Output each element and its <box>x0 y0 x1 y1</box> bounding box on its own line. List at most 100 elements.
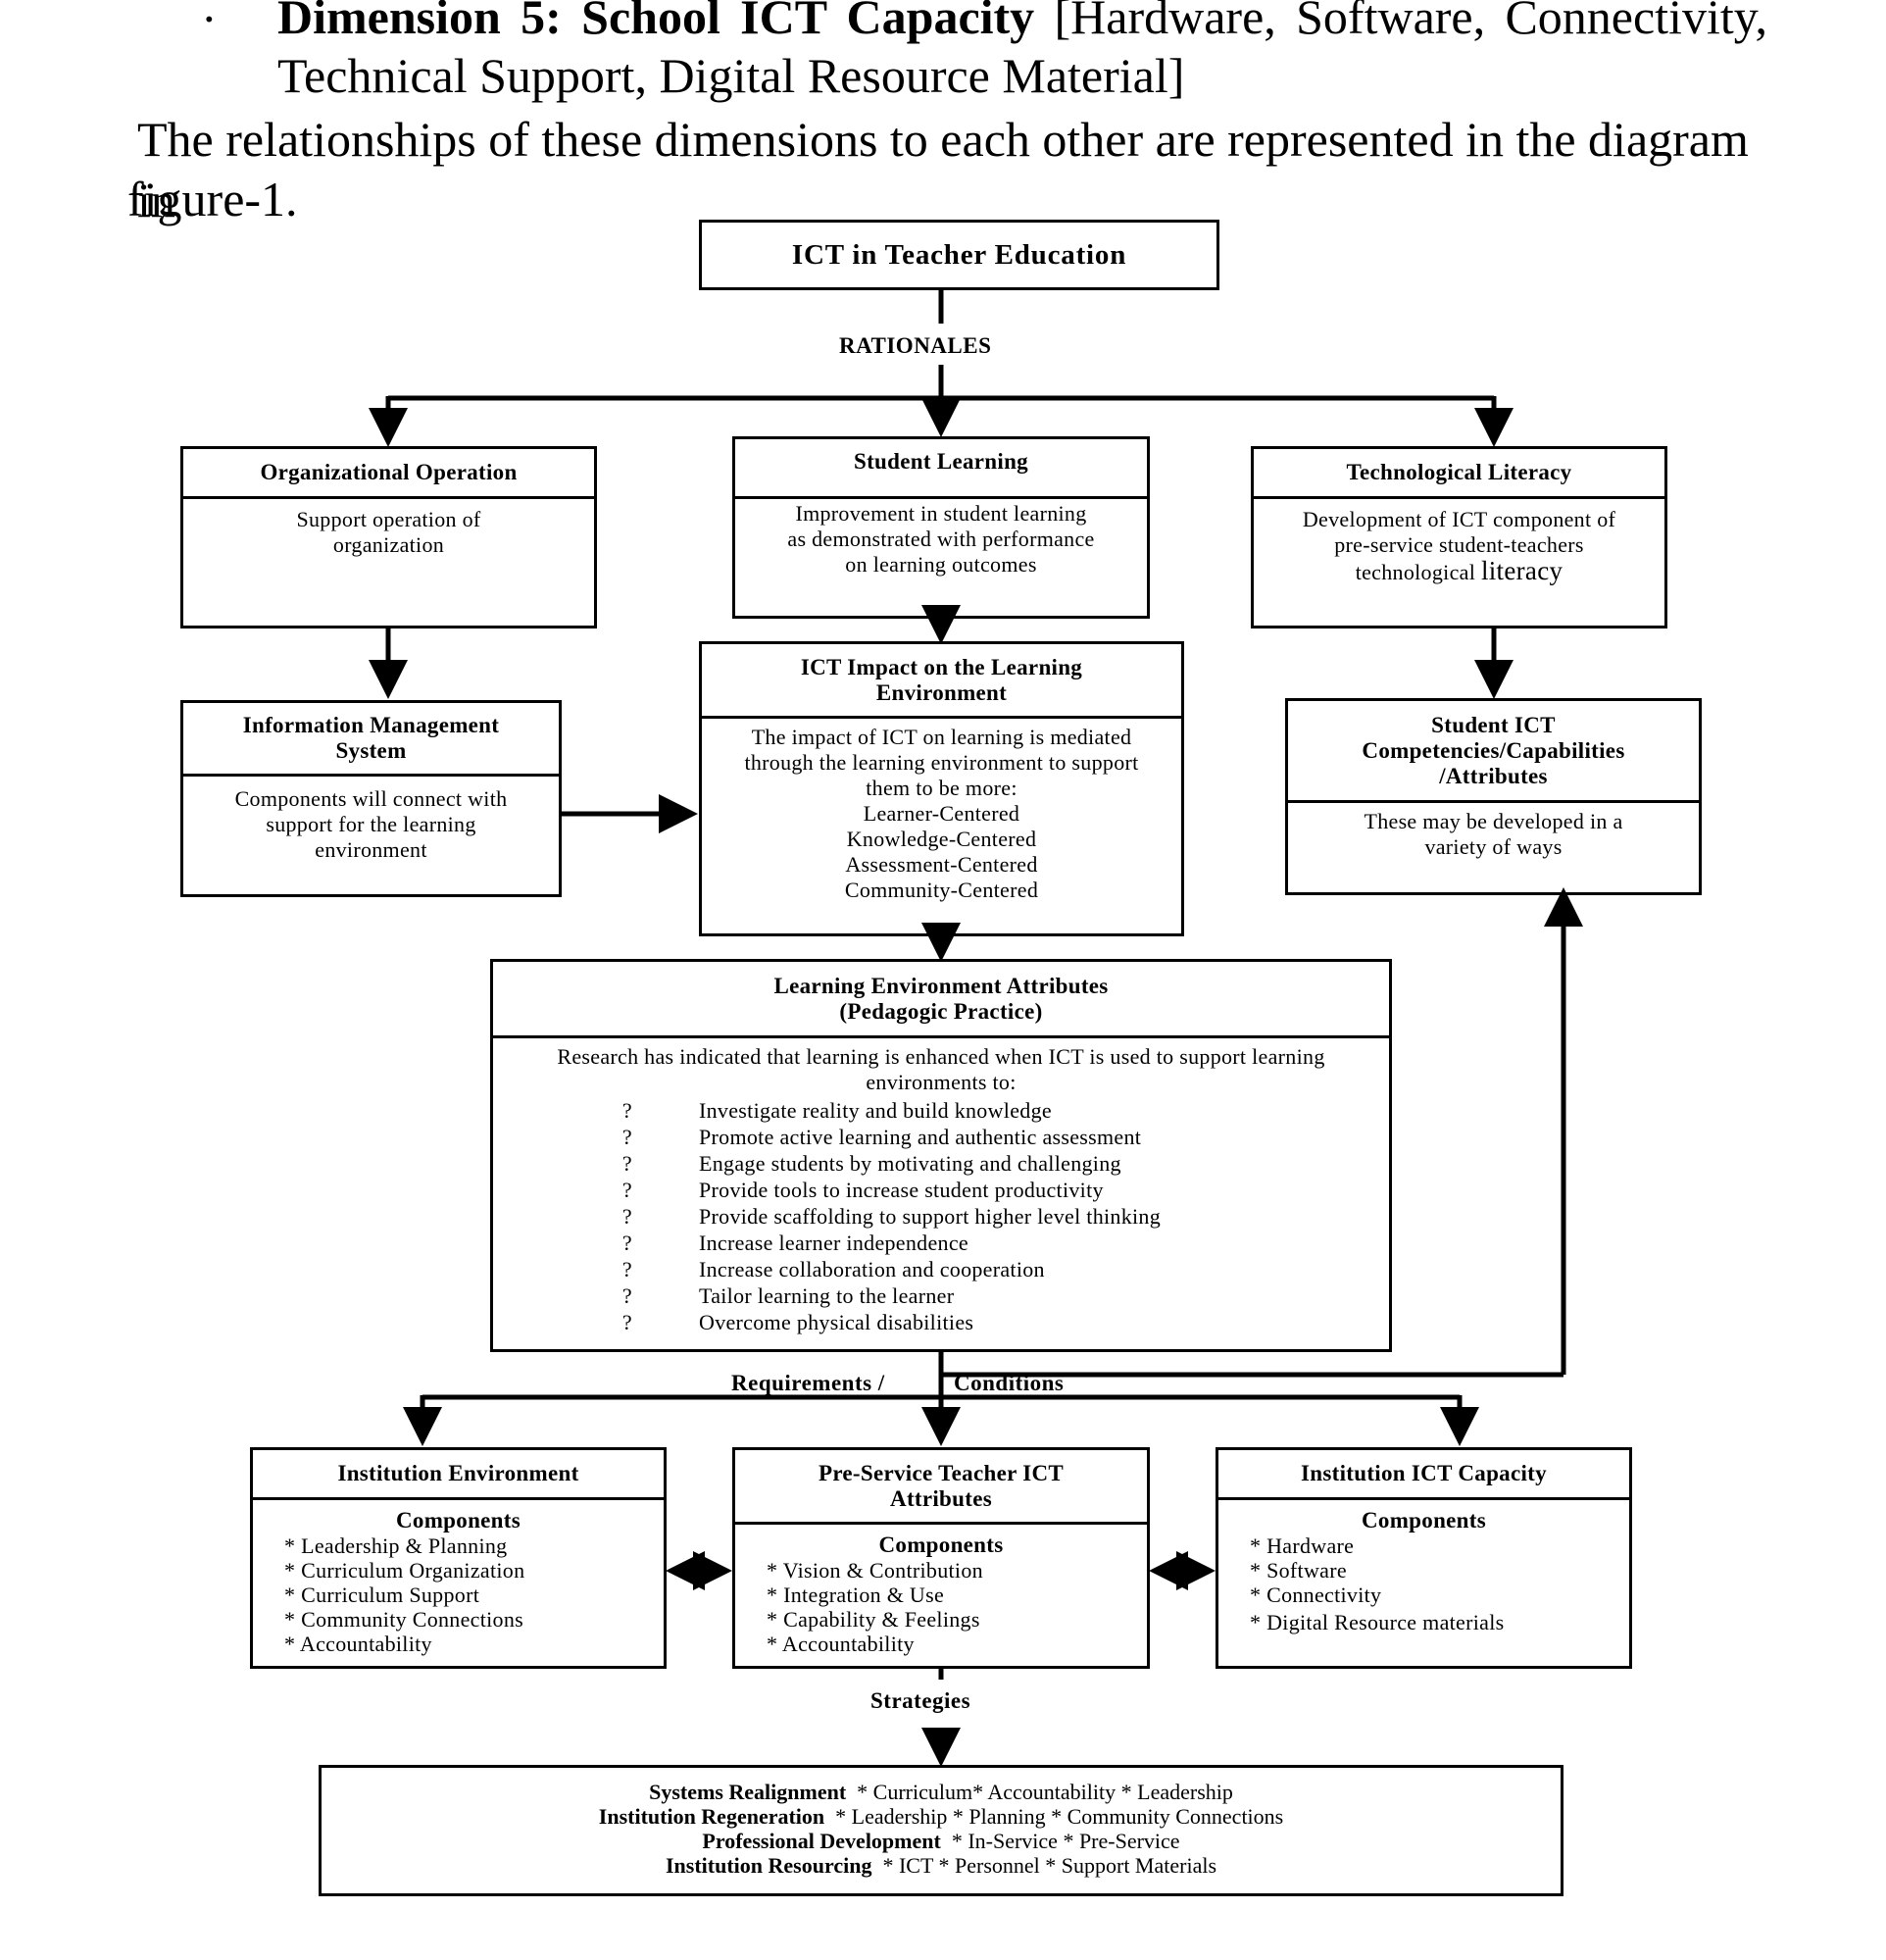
strategies-label: Strategies <box>870 1688 971 1713</box>
technological-literacy-text-tail2: literacy <box>1480 556 1563 585</box>
question-bullet: ? <box>621 1098 632 1123</box>
dimension-5-title: Dimension 5: School ICT Capacity <box>277 0 1035 44</box>
strategy-detail: * ICT * Personnel * Support Materials <box>882 1853 1217 1878</box>
requirements-label: Requirements / <box>731 1371 885 1395</box>
organizational-operation-text: Support operation of organization <box>296 507 481 557</box>
list-item-text: Tailor learning to the learner <box>699 1283 955 1308</box>
institution-environment-box: Institution Environment Components * Lea… <box>250 1447 667 1669</box>
ict-impact-item: Assessment-Centered <box>845 852 1038 877</box>
student-learning-text: Improvement in student learning as demon… <box>787 501 1095 577</box>
question-bullet: ? <box>621 1310 632 1334</box>
preservice-teacher-components-label: Components <box>878 1533 1004 1557</box>
list-item: ? Increase learner independence <box>528 1230 1354 1256</box>
list-item-text: Provide tools to increase student produc… <box>699 1178 1104 1202</box>
technological-literacy-title: Technological Literacy <box>1254 449 1664 499</box>
list-item: * Hardware <box>1250 1533 1355 1558</box>
organizational-operation-box: Organizational Operation Support operati… <box>180 446 597 628</box>
strategy-name: Systems Realignment <box>649 1780 847 1804</box>
list-item: ? Engage students by motivating and chall… <box>528 1150 1354 1177</box>
student-ict-competencies-text: These may be developed in a variety of w… <box>1364 809 1623 859</box>
question-bullet: ? <box>621 1125 632 1149</box>
list-item: * Digital Resource materials <box>1250 1610 1505 1634</box>
strategy-row: Institution Resourcing * ICT * Personnel… <box>322 1853 1561 1878</box>
strategy-name: Professional Development <box>702 1829 941 1853</box>
list-item: ? Provide tools to increase student produ… <box>528 1177 1354 1203</box>
preservice-teacher-components: * Vision & Contribution * Integration & … <box>741 1558 1141 1656</box>
rationales-label: RATIONALES <box>839 333 992 358</box>
strategy-row: Institution Regeneration * Leadership * … <box>322 1804 1561 1829</box>
list-bullet: · <box>201 0 218 46</box>
preservice-teacher-title: Pre-Service Teacher ICT Attributes <box>735 1450 1147 1525</box>
list-item: ?Provide scaffolding to support higher l… <box>528 1203 1354 1230</box>
ict-teacher-education-box: ICT in Teacher Education <box>699 220 1219 290</box>
learning-environment-attributes-box: Learning Environment Attributes (Pedagog… <box>490 959 1392 1352</box>
list-item: ? Overcome physical disabilities <box>528 1309 1354 1335</box>
list-item: * Accountability <box>284 1632 432 1656</box>
learning-environment-attributes-intro: Research has indicated that learning is … <box>557 1044 1325 1094</box>
list-item: * Curriculum Support <box>284 1583 480 1607</box>
list-item: * Leadership & Planning <box>284 1533 508 1558</box>
list-item-text: Increase collaboration and cooperation <box>699 1257 1045 1282</box>
ict-teacher-education-title: ICT in Teacher Education <box>791 238 1127 271</box>
learning-environment-attributes-title-line1: Learning Environment Attributes <box>773 973 1109 998</box>
strategy-detail: * Leadership * Planning * Community Conn… <box>835 1804 1284 1829</box>
institution-ict-capacity-components-label: Components <box>1362 1508 1486 1533</box>
list-item-text: Engage students by motivating and challe… <box>699 1151 1121 1176</box>
organizational-operation-title: Organizational Operation <box>183 449 594 499</box>
question-bullet: ? <box>621 1178 632 1202</box>
question-bullet: ? <box>621 1231 632 1255</box>
strategy-row: Professional Development * In-Service * … <box>322 1829 1561 1853</box>
strategy-name: Institution Resourcing <box>665 1853 872 1878</box>
list-item: * Software <box>1250 1558 1347 1583</box>
dimension-5-items-continued: Technical Support, Digital Resource Mate… <box>277 48 1185 103</box>
information-management-title: Information Management System <box>183 703 559 777</box>
ict-impact-item: Learner-Centered <box>863 801 1020 826</box>
information-management-box: Information Management System Components… <box>180 700 562 897</box>
institution-ict-capacity-title: Institution ICT Capacity <box>1218 1450 1629 1500</box>
question-bullet: ? <box>621 1204 632 1229</box>
preservice-teacher-box: Pre-Service Teacher ICT Attributes Compo… <box>732 1447 1150 1669</box>
list-item: ? Increase collaboration and cooperation <box>528 1256 1354 1282</box>
list-item-text: Promote active learning and authentic as… <box>699 1125 1142 1149</box>
list-item: * Community Connections <box>284 1607 524 1632</box>
student-learning-title: Student Learning <box>735 439 1147 499</box>
question-bullet: ? <box>621 1257 632 1282</box>
institution-ict-capacity-body: Components * Hardware * Software * Conne… <box>1218 1500 1629 1634</box>
strategies-box: Systems Realignment * Curriculum* Accoun… <box>319 1765 1563 1896</box>
institution-environment-components: * Leadership & Planning * Curriculum Org… <box>259 1533 658 1656</box>
technological-literacy-text: Development of ICT component of pre-serv… <box>1254 499 1664 585</box>
strategy-name: Institution Regeneration <box>598 1804 825 1829</box>
learning-environment-attributes-title: Learning Environment Attributes (Pedagog… <box>493 962 1389 1038</box>
technological-literacy-text-main: Development of ICT component of pre-serv… <box>1302 507 1616 557</box>
technological-literacy-box: Technological Literacy Development of IC… <box>1251 446 1667 628</box>
learning-environment-attributes-title-line2: (Pedagogic Practice) <box>839 998 1043 1024</box>
list-item-text: Increase learner independence <box>699 1231 968 1255</box>
dimension-5-items: [Hardware, Software, Connectivity, <box>1054 0 1768 44</box>
student-learning-box: Student Learning Improvement in student … <box>732 436 1150 619</box>
ict-impact-intro: The impact of ICT on learning is mediate… <box>744 725 1139 800</box>
ict-impact-item: Knowledge-Centered <box>846 827 1037 851</box>
relationship-sentence: The relationships of these dimensions to… <box>137 112 1749 227</box>
student-ict-competencies-box: Student ICT Competencies/Capabilities /A… <box>1285 698 1702 895</box>
strategy-detail: * In-Service * Pre-Service <box>951 1829 1180 1853</box>
learning-environment-attributes-list: ?Investigate reality and build knowledge… <box>528 1097 1354 1335</box>
question-bullet: ? <box>621 1151 632 1176</box>
strategy-detail: * Curriculum* Accountability * Leadershi… <box>857 1780 1233 1804</box>
student-ict-competencies-title: Student ICT Competencies/Capabilities /A… <box>1288 701 1699 803</box>
ict-impact-box: ICT Impact on the Learning Environment T… <box>699 641 1184 936</box>
conditions-label: Conditions <box>954 1371 1065 1395</box>
institution-environment-body: Components * Leadership & Planning * Cur… <box>253 1500 664 1656</box>
list-item: * Curriculum Organization <box>284 1558 525 1583</box>
information-management-text: Components will connect with support for… <box>234 786 508 862</box>
list-item: ? Tailor learning to the learner <box>528 1282 1354 1309</box>
list-item-text: Overcome physical disabilities <box>699 1310 974 1334</box>
list-item: ? Promote active learning and authentic a… <box>528 1124 1354 1150</box>
strategy-row: Systems Realignment * Curriculum* Accoun… <box>322 1780 1561 1804</box>
institution-environment-components-label: Components <box>396 1508 521 1533</box>
question-bullet: ? <box>621 1283 632 1308</box>
dimension-5-heading: Dimension 5: School ICT Capacity [Hardwa… <box>277 0 1767 47</box>
list-item: * Integration & Use <box>767 1583 945 1607</box>
relationship-sentence-end: figure-1. <box>127 172 298 226</box>
ict-impact-title: ICT Impact on the Learning Environment <box>702 644 1181 719</box>
